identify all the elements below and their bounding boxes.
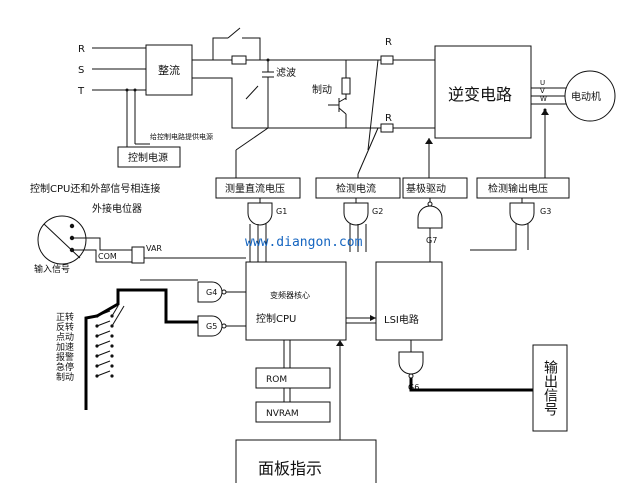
soft-start-circuit [212, 27, 435, 65]
inverter-block [434, 45, 532, 139]
brake-unit: 制动 [312, 60, 351, 128]
cpu-label: 控制CPU [256, 312, 296, 325]
switch-label-7: 制动 [56, 371, 74, 383]
gate-g3 [509, 202, 535, 226]
input-signal-label: 输入信号 [34, 263, 70, 275]
sense-resistor-top [380, 55, 394, 65]
rom-label: ROM [266, 375, 287, 385]
gate-g3-label: G3 [540, 207, 551, 216]
gate-g5 [197, 315, 223, 337]
resistor-bottom-label: R [385, 113, 392, 124]
core-label: 变频器核心 [270, 290, 310, 300]
lsi-label: LSI电路 [384, 313, 419, 326]
base-drive-block [402, 177, 468, 199]
motor-label: 电动机 [571, 90, 601, 103]
inverter-label: 逆变电路 [448, 85, 512, 104]
rom-block [255, 367, 331, 389]
switch-label-3: 点动 [56, 332, 74, 343]
potentiometer-label: 外接电位器 [92, 202, 142, 215]
var-label: VAR [146, 244, 162, 253]
nvram-label: NVRAM [266, 409, 299, 419]
gate-g1-label: G1 [276, 207, 287, 216]
phase-r-label: R [78, 44, 85, 55]
gate-g1 [247, 202, 273, 226]
var-connector [131, 246, 145, 264]
phase-w-label: W [540, 95, 547, 103]
dc-voltage-label: 测量直流电压 [225, 182, 285, 195]
switch-label-1: 正转 [56, 311, 74, 323]
current-sense-label: 检测电流 [336, 182, 376, 195]
brake-label: 制动 [312, 83, 332, 96]
nvram-block [255, 401, 331, 423]
gate-g6-bubble [408, 373, 414, 379]
brake-resistor [341, 77, 351, 95]
panel-indicator-block [235, 439, 377, 483]
potentiometer [37, 215, 140, 265]
gate-g6-label: G6 [408, 383, 419, 392]
gate-g4-bubble [221, 289, 227, 295]
gate-g7-label: G7 [426, 236, 437, 245]
input-lines: R S T [77, 44, 146, 167]
filter-capacitor: 滤波 [245, 60, 296, 128]
com-label: COM [98, 252, 117, 261]
gate-g2 [343, 202, 369, 226]
cpu-note: 控制CPU还和外部信号相连接 [30, 182, 160, 195]
rectifier-label: 整流 [158, 63, 180, 77]
output-signal-label: 输出信号 [542, 360, 558, 416]
rectifier-block [145, 44, 193, 96]
output-voltage-block [476, 177, 570, 199]
gate-g5-bubble [221, 323, 227, 329]
gate-g6 [398, 351, 424, 375]
switch-label-4: 加速 [56, 342, 74, 353]
gate-g5-label: G5 [206, 322, 217, 331]
motor-circle [564, 70, 616, 122]
watermark: www.diangon.com [245, 235, 363, 250]
control-power-label: 控制电源 [128, 151, 168, 164]
switch-label-6: 急停 [56, 361, 74, 373]
phase-s-label: S [78, 65, 84, 76]
gate-g7-bubble [427, 201, 433, 207]
core-cpu-block [245, 261, 347, 341]
filter-label: 滤波 [276, 66, 296, 79]
phase-v-label: V [540, 87, 545, 95]
lsi-block [375, 261, 443, 341]
resistor-top-label: R [385, 37, 392, 48]
dc-voltage-block [215, 177, 301, 199]
gate-g7 [417, 205, 443, 229]
control-power-block [117, 146, 181, 168]
power-supply-note: 给控制电路提供电源 [150, 132, 213, 141]
output-signal-block [532, 344, 568, 432]
switch-bank: 正转 反转 点动 加速 报警 急停 制动 [56, 288, 198, 410]
soft-start-resistor [231, 55, 247, 65]
base-drive-label: 基极驱动 [406, 182, 446, 195]
gate-g4-label: G4 [206, 288, 217, 297]
output-voltage-label: 检测输出电压 [488, 182, 548, 195]
gate-g4 [197, 281, 223, 303]
gate-g2-label: G2 [372, 207, 383, 216]
phase-t-label: T [77, 86, 85, 97]
switch-label-5: 报警 [56, 351, 74, 363]
switch-label-2: 反转 [56, 321, 74, 333]
panel-label: 面板指示 [258, 459, 322, 478]
sense-resistor-bottom [380, 123, 394, 133]
phase-u-label: U [540, 79, 545, 87]
